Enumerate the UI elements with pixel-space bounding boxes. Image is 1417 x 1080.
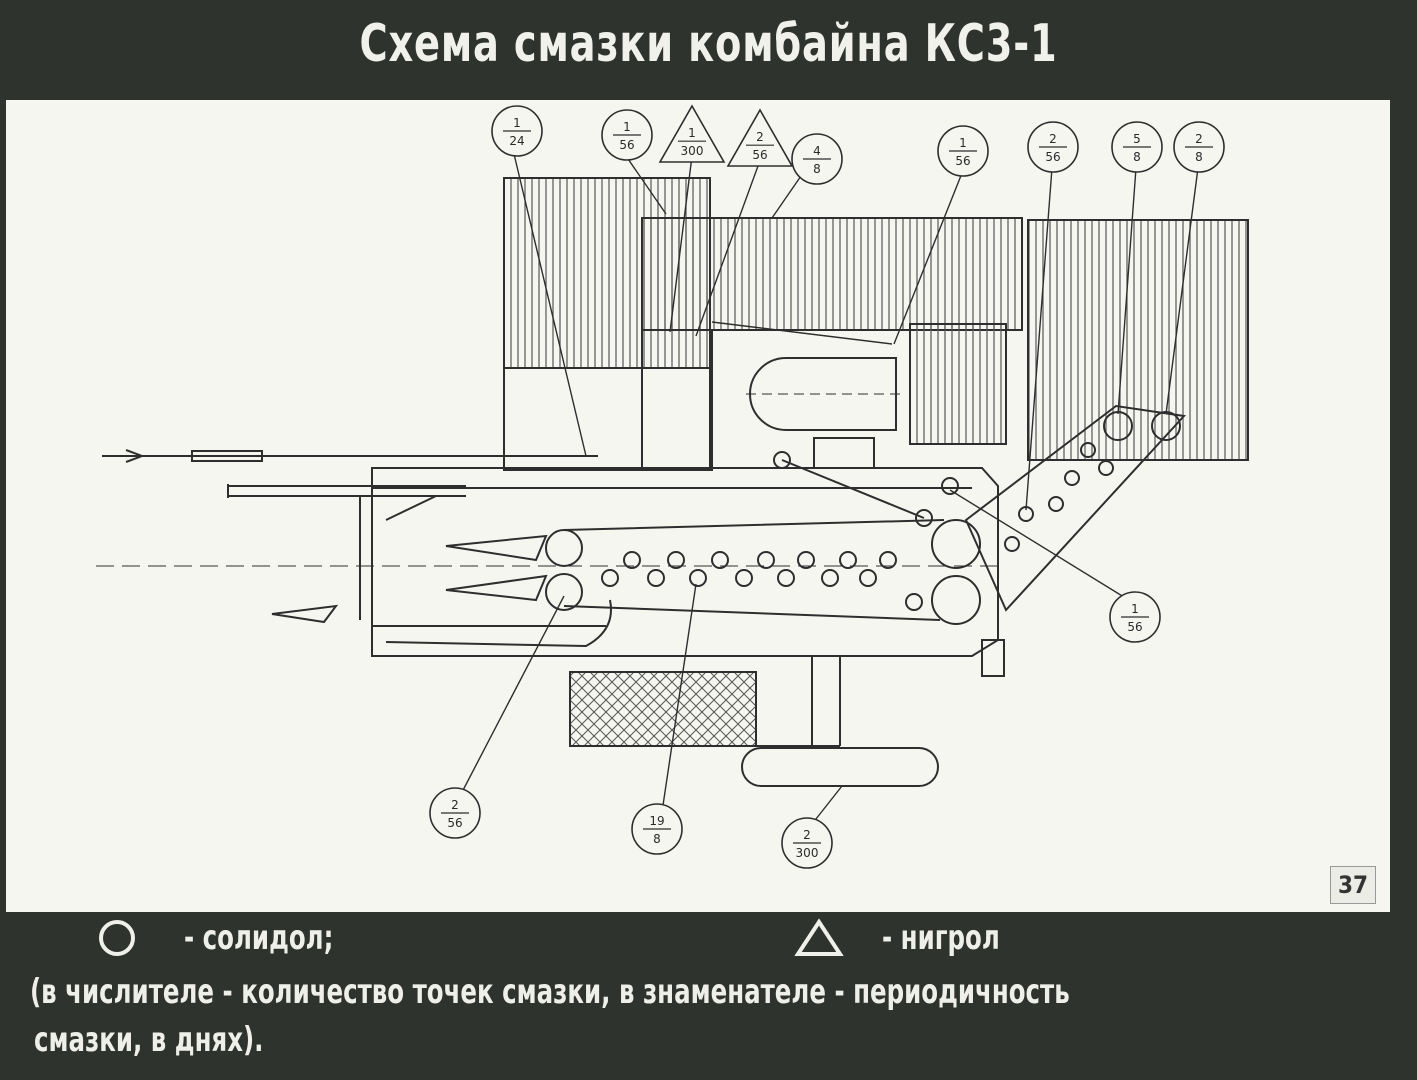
callout-numerator: 1	[513, 116, 521, 130]
callout-numerator: 5	[1133, 132, 1141, 146]
callout-denominator: 8	[653, 832, 661, 846]
callout-numerator: 2	[451, 798, 459, 812]
callout-denominator: 8	[1133, 150, 1141, 164]
callout-denominator: 8	[1195, 150, 1203, 164]
callout-numerator: 1	[1131, 602, 1139, 616]
callout-denominator: 300	[796, 846, 819, 860]
legend-note-line2: смазки, в днях).	[34, 1020, 264, 1060]
callout-circle-10: 156	[1109, 591, 1161, 643]
triangle-icon	[794, 918, 844, 956]
callout-numerator: 1	[688, 126, 696, 140]
callout-denominator: 56	[955, 154, 970, 168]
callout-denominator: 56	[447, 816, 462, 830]
callout-numerator: 19	[649, 814, 664, 828]
callout-circle-6: 156	[937, 125, 989, 177]
page-number: 37	[1330, 866, 1376, 904]
circle-icon	[99, 920, 135, 956]
callout-numerator: 1	[959, 136, 967, 150]
callout-numerator: 4	[813, 144, 821, 158]
callout-triangle-4: 256	[726, 108, 794, 167]
callout-circle-5: 48	[791, 133, 843, 185]
legend-circle-label: - солидол;	[184, 918, 334, 958]
callout-numerator: 2	[1049, 132, 1057, 146]
callout-numerator: 1	[623, 120, 631, 134]
callout-denominator: 300	[681, 144, 704, 158]
callout-denominator: 56	[1127, 620, 1142, 634]
diagram-title: Схема смазки комбайна КС3-1	[359, 14, 1058, 74]
callout-numerator: 2	[756, 130, 764, 144]
legend-note-line1: (в числителе - количество точек смазки, …	[30, 972, 1070, 1012]
callout-circle-2: 156	[601, 109, 653, 161]
callout-denominator: 8	[813, 162, 821, 176]
callout-denominator: 56	[752, 148, 767, 162]
callout-numerator: 2	[803, 828, 811, 842]
callout-circle-1: 124	[491, 105, 543, 157]
callout-circle-9: 28	[1173, 121, 1225, 173]
callout-denominator: 56	[619, 138, 634, 152]
callout-circle-7: 256	[1027, 121, 1079, 173]
callout-denominator: 24	[509, 134, 524, 148]
callout-numerator: 2	[1195, 132, 1203, 146]
callout-circle-12: 198	[631, 803, 683, 855]
legend-triangle-label: - нигрол	[882, 918, 1000, 958]
machine-drawing	[96, 153, 1249, 825]
callout-circle-11: 256	[429, 787, 481, 839]
callout-denominator: 56	[1045, 150, 1060, 164]
callout-circle-8: 58	[1111, 121, 1163, 173]
